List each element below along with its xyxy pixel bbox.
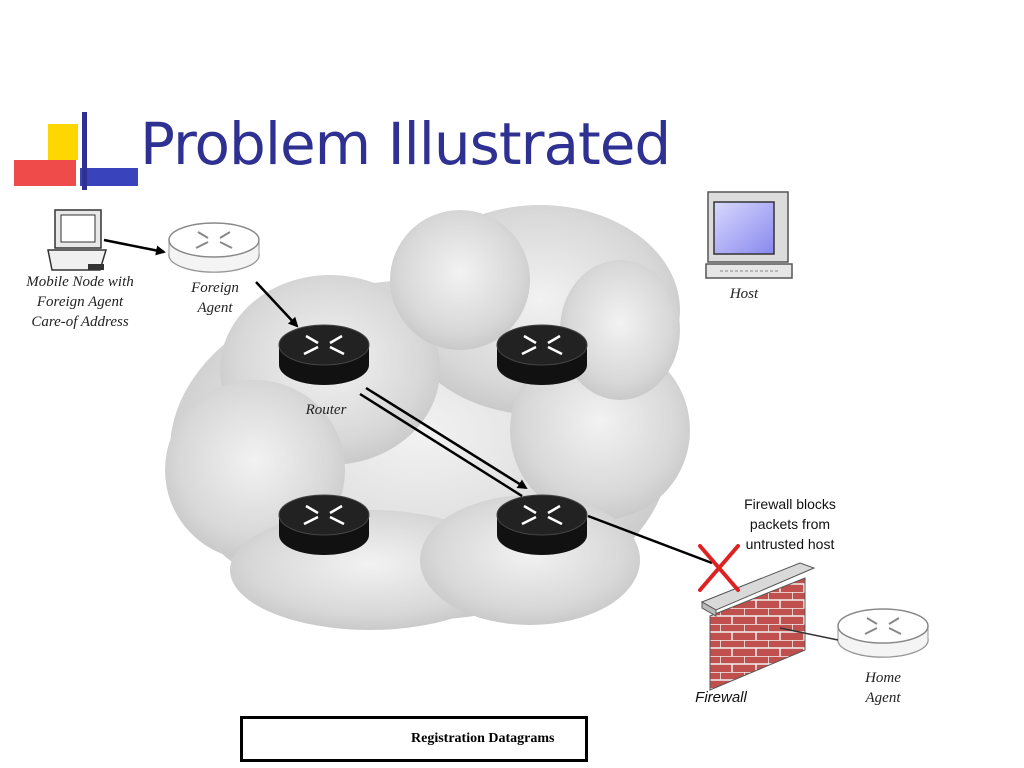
router-label: Router [305, 402, 347, 418]
firewall-icon [700, 562, 816, 691]
home-agent-label: Home Agent [865, 670, 901, 706]
router-icon [278, 494, 370, 555]
host-computer-icon [705, 191, 793, 279]
legend-box: Registration Datagrams [240, 716, 588, 762]
laptop-icon [47, 209, 108, 271]
foreign-agent-label: Foreign Agent [191, 280, 239, 316]
host-label: Host [729, 286, 759, 302]
router-icon [496, 494, 588, 555]
registration-path [103, 238, 713, 565]
foreign-agent-router-icon [168, 222, 260, 273]
firewall-label: Firewall [695, 689, 747, 706]
slide-title: Problem Illustrated [140, 110, 671, 178]
title-decoration [14, 112, 138, 190]
home-agent-router-icon [837, 608, 929, 658]
network-cloud [165, 205, 690, 630]
blocked-x-icon [698, 544, 740, 592]
home-agent-link [779, 627, 839, 641]
legend-label: Registration Datagrams [411, 731, 555, 746]
firewall-note: Firewall blocks packets from untrusted h… [744, 496, 836, 552]
router-icon [496, 324, 588, 385]
mobile-node-label: Mobile Node with Foreign Agent Care-of A… [26, 274, 134, 330]
router-icon [278, 324, 370, 385]
